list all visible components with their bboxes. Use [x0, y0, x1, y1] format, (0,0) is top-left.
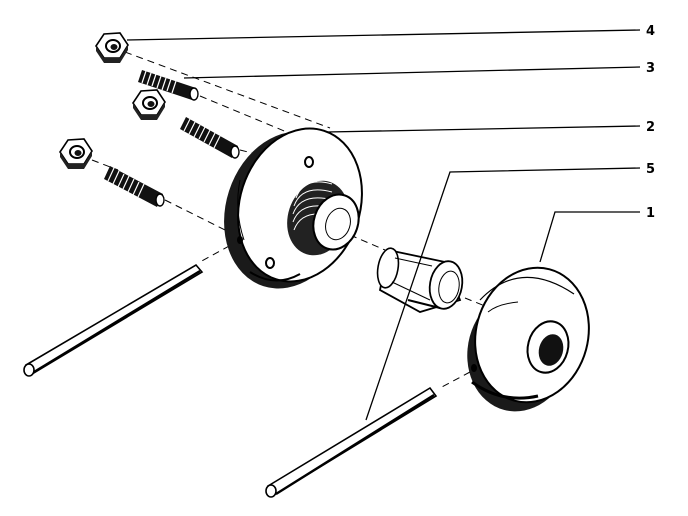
- tapered-collet: [376, 247, 464, 313]
- callout-3: 3: [183, 61, 655, 79]
- hex-nut-middle: [132, 89, 166, 120]
- callout-number-1: 1: [646, 206, 655, 221]
- callout-5: 5: [365, 162, 655, 421]
- threaded-stud-top: [138, 70, 199, 101]
- threaded-stud-middle: [180, 117, 240, 159]
- hex-nut-lower: [59, 138, 93, 169]
- callout-number-2: 2: [646, 120, 655, 135]
- threaded-stud-lower: [104, 166, 165, 207]
- outer-collar: [467, 266, 590, 412]
- callout-number-5: 5: [646, 162, 655, 177]
- hex-nut-top: [95, 32, 129, 63]
- callout-number-3: 3: [646, 61, 655, 76]
- tommy-bar-left: [23, 263, 204, 377]
- tommy-bar-right: [265, 386, 438, 498]
- callout-1: 1: [539, 206, 655, 263]
- callout-2: 2: [326, 120, 655, 135]
- callout-number-4: 4: [646, 24, 655, 39]
- callout-4: 4: [126, 24, 655, 41]
- flange-hub: [224, 127, 363, 289]
